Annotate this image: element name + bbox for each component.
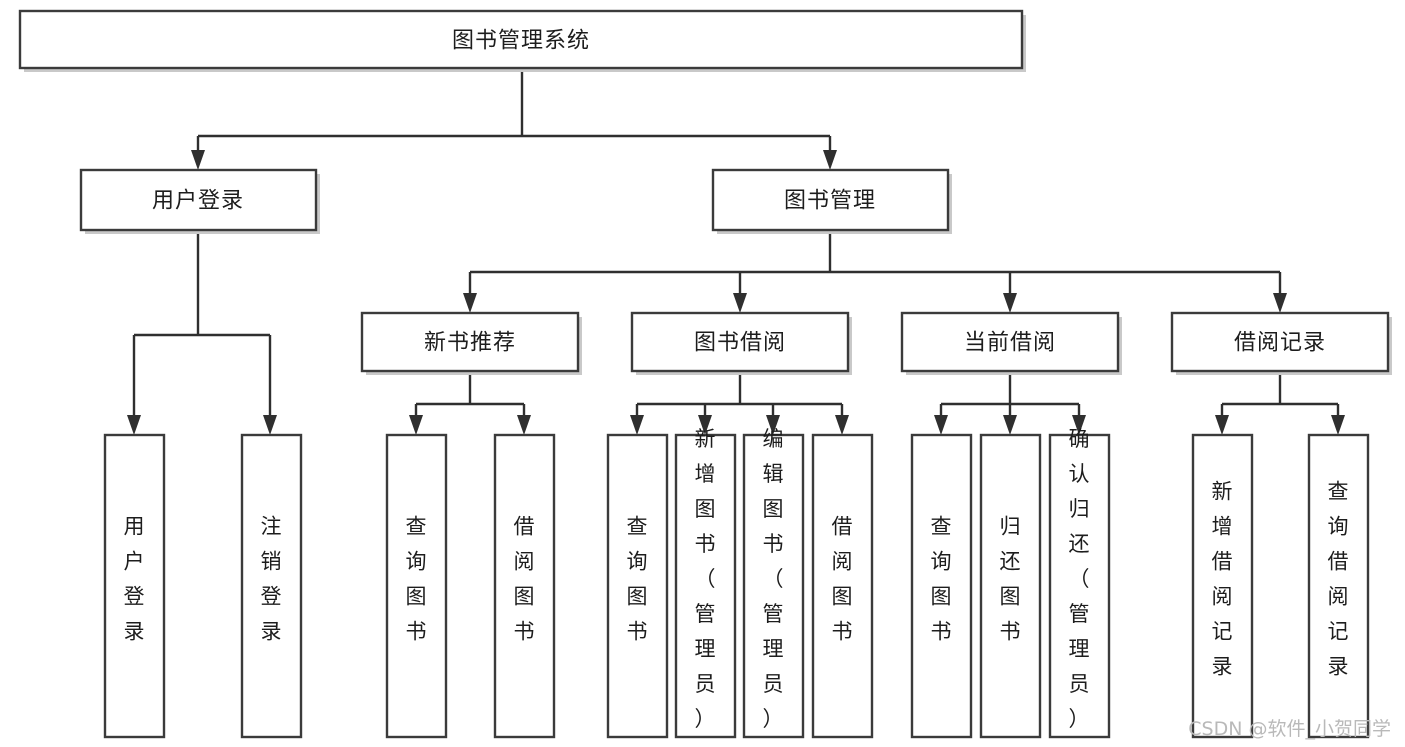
arrowhead-leaf-borrow-book-1 (517, 415, 531, 435)
arrowhead-leaf-return-book (1003, 415, 1017, 435)
leaf-return-book[interactable]: 归还图书 (979, 433, 1042, 739)
leaf-borrow-book-1-label: 借阅图书 (514, 515, 535, 644)
leaf-edit-book-label: 编辑图书（管理员） (763, 427, 784, 731)
arrowhead-leaf-borrow-book-2 (835, 415, 849, 435)
node-user-login-label: 用户登录 (152, 189, 244, 214)
arrowhead-book-borrow (733, 293, 747, 313)
leaf-add-book[interactable]: 新增图书（管理员） (674, 427, 737, 739)
leaf-query-book-3-label: 查询图书 (931, 515, 952, 644)
arrowhead-leaf-add-record (1215, 415, 1229, 435)
arrowhead-leaf-user-logout (263, 415, 277, 435)
leaf-query-book-3-box[interactable] (910, 433, 973, 739)
leaf-add-record-box[interactable] (1191, 433, 1254, 739)
leaf-edit-book[interactable]: 编辑图书（管理员） (742, 427, 805, 739)
leaf-query-record[interactable]: 查询借阅记录 (1307, 433, 1370, 739)
leaf-query-book-1-label: 查询图书 (406, 515, 427, 644)
node-new-book-recommend[interactable]: 新书推荐 (360, 311, 582, 375)
node-root[interactable]: 图书管理系统 (18, 9, 1026, 72)
leaf-user-login-box[interactable] (103, 433, 166, 739)
node-user-login[interactable]: 用户登录 (79, 168, 320, 234)
leaf-add-book-label: 新增图书（管理员） (695, 427, 716, 731)
node-root-label: 图书管理系统 (452, 29, 590, 54)
leaf-borrow-book-2-box[interactable] (811, 433, 874, 739)
node-book-management[interactable]: 图书管理 (711, 168, 952, 234)
arrowhead-leaf-query-book-3 (934, 415, 948, 435)
arrowhead-leaf-user-login (127, 415, 141, 435)
leaf-borrow-book-1-box[interactable] (493, 433, 556, 739)
arrowhead-current-borrow (1003, 293, 1017, 313)
node-book-borrow-box[interactable] (630, 311, 850, 373)
node-borrow-record-label: 借阅记录 (1234, 331, 1326, 356)
arrowhead-new-book-recommend (463, 293, 477, 313)
node-borrow-record-box[interactable] (1170, 311, 1390, 373)
node-borrow-record[interactable]: 借阅记录 (1170, 311, 1392, 375)
leaf-borrow-book-2-label: 借阅图书 (832, 515, 853, 644)
leaf-borrow-book-1[interactable]: 借阅图书 (493, 433, 556, 739)
leaf-user-login[interactable]: 用户登录 (103, 433, 166, 739)
node-book-borrow-label: 图书借阅 (694, 331, 786, 356)
arrowhead-leaf-query-book-2 (630, 415, 644, 435)
arrowhead-user-login (191, 150, 205, 170)
node-current-borrow-label: 当前借阅 (964, 331, 1056, 356)
leaf-confirm-return-box[interactable] (1048, 433, 1111, 739)
leaf-add-record-label: 新增借阅记录 (1212, 480, 1233, 679)
leaf-nodes-layer: 用户登录 注销登录 查询图书 借阅图书 查询图书 新增图书（管理员） (103, 427, 1370, 739)
arrowhead-leaf-query-book-1 (409, 415, 423, 435)
leaf-add-book-box[interactable] (674, 433, 737, 739)
leaf-add-record[interactable]: 新增借阅记录 (1191, 433, 1254, 739)
leaf-query-book-2[interactable]: 查询图书 (606, 433, 669, 739)
node-new-book-recommend-label: 新书推荐 (424, 331, 516, 356)
leaf-user-login-label: 用户登录 (124, 515, 145, 644)
leaf-user-logout-box[interactable] (240, 433, 303, 739)
arrowhead-leaf-edit-book (766, 415, 780, 435)
leaf-confirm-return[interactable]: 确认归还（管理员） (1048, 427, 1111, 739)
leaf-query-book-1[interactable]: 查询图书 (385, 433, 448, 739)
leaf-query-book-1-box[interactable] (385, 433, 448, 739)
node-current-borrow-box[interactable] (900, 311, 1120, 373)
connector-layer (127, 68, 1345, 435)
node-user-login-box[interactable] (79, 168, 318, 232)
node-book-borrow[interactable]: 图书借阅 (630, 311, 852, 375)
leaf-return-book-box[interactable] (979, 433, 1042, 739)
node-root-box[interactable] (18, 9, 1024, 70)
leaf-query-book-3[interactable]: 查询图书 (910, 433, 973, 739)
leaf-query-book-2-label: 查询图书 (627, 515, 648, 644)
node-book-management-box[interactable] (711, 168, 950, 232)
node-book-management-label: 图书管理 (784, 189, 876, 214)
arrowhead-borrow-record (1273, 293, 1287, 313)
leaf-return-book-label: 归还图书 (1000, 515, 1021, 644)
leaf-borrow-book-2[interactable]: 借阅图书 (811, 433, 874, 739)
arrowhead-book-management (823, 150, 837, 170)
leaf-user-logout-label: 注销登录 (261, 515, 282, 644)
node-current-borrow[interactable]: 当前借阅 (900, 311, 1122, 375)
leaf-edit-book-box[interactable] (742, 433, 805, 739)
leaf-query-record-box[interactable] (1307, 433, 1370, 739)
node-new-book-recommend-box[interactable] (360, 311, 580, 373)
leaf-user-logout[interactable]: 注销登录 (240, 433, 303, 739)
leaf-query-record-label: 查询借阅记录 (1328, 480, 1349, 679)
leaf-confirm-return-label: 确认归还（管理员） (1069, 427, 1090, 731)
arrowhead-leaf-add-book (698, 415, 712, 435)
leaf-query-book-2-box[interactable] (606, 433, 669, 739)
arrowhead-leaf-query-record (1331, 415, 1345, 435)
arrowhead-leaf-confirm-return (1072, 415, 1086, 435)
